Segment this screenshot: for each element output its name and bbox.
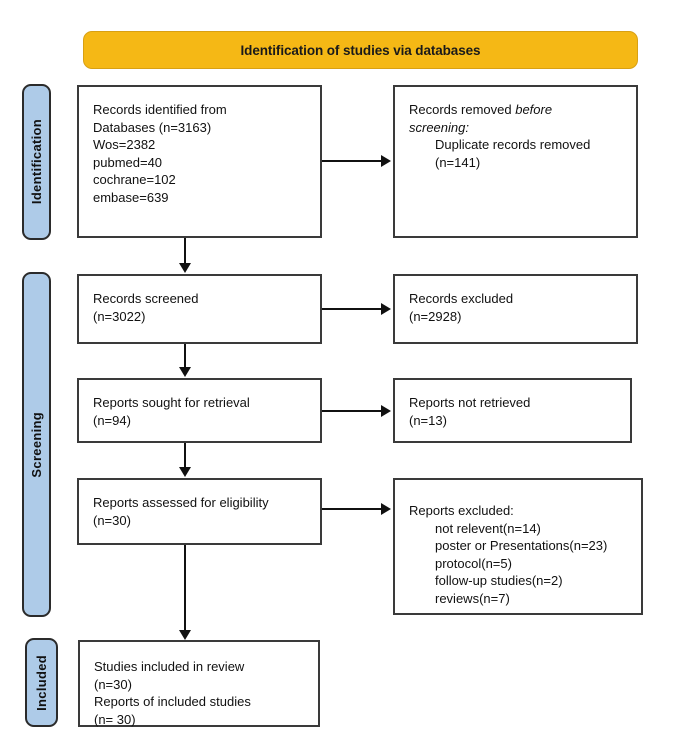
stage-tab-identification: Identification bbox=[22, 84, 51, 240]
box-text-line: (n= 30) bbox=[94, 711, 136, 727]
box-text-line: Databases (n=3163) bbox=[93, 119, 212, 135]
box-text-line: (n=13) bbox=[409, 412, 447, 428]
connector-assessed-to-included bbox=[184, 545, 186, 632]
arrow-right-icon bbox=[381, 303, 391, 315]
box-text-line: cochrane=102 bbox=[93, 172, 176, 187]
box-text-line: embase=639 bbox=[93, 189, 169, 205]
box-text-line: Records screened bbox=[93, 291, 199, 306]
box-text-line: not relevent(n=14) bbox=[435, 520, 541, 536]
box-text-line: (n=141) bbox=[435, 154, 481, 170]
connector-sought-to-not-retrieved bbox=[322, 410, 383, 412]
connector-identified-to-removed bbox=[322, 160, 383, 162]
phase-banner-identification: Identification of studies via databases bbox=[83, 31, 638, 69]
stage-tab-included-label: Included bbox=[34, 654, 49, 711]
box-text-line: Reports not retrieved bbox=[409, 395, 531, 410]
connector-sought-to-assessed bbox=[184, 443, 186, 469]
box-text-emphasis: before bbox=[515, 102, 553, 117]
arrow-down-icon bbox=[179, 367, 191, 377]
box-text-line: Reports assessed for eligibility bbox=[93, 495, 269, 510]
arrow-down-icon bbox=[179, 630, 191, 640]
connector-screened-to-sought bbox=[184, 344, 186, 369]
box-reports-sought-for-retrieval: Reports sought for retrieval (n=94) bbox=[77, 378, 322, 443]
box-studies-included-in-review: Studies included in review (n=30) Reports … bbox=[78, 640, 320, 727]
arrow-right-icon bbox=[381, 405, 391, 417]
box-reports-excluded: Reports excluded: not relevent(n=14) poste… bbox=[393, 478, 643, 615]
box-text-line: (n=30) bbox=[94, 676, 132, 692]
box-records-excluded: Records excluded (n=2928) bbox=[393, 274, 638, 344]
box-text-line: Records removed before bbox=[409, 102, 553, 117]
box-records-screened: Records screened (n=3022) bbox=[77, 274, 322, 344]
connector-screened-to-excluded bbox=[322, 308, 383, 310]
box-records-removed-before-screening: Records removed before screening: Duplicat… bbox=[393, 85, 638, 238]
box-text-line: follow-up studies(n=2) bbox=[435, 573, 563, 588]
box-text-line: (n=94) bbox=[93, 412, 131, 428]
stage-tab-screening: Screening bbox=[22, 272, 51, 617]
box-text-line: (n=2928) bbox=[409, 308, 462, 324]
arrow-down-icon bbox=[179, 467, 191, 477]
box-reports-assessed-for-eligibility: Reports assessed for eligibility (n=30) bbox=[77, 478, 322, 545]
connector-identified-to-screened bbox=[184, 238, 186, 265]
box-text-line: screening: bbox=[409, 119, 469, 135]
box-text-line: Studies included in review bbox=[94, 659, 245, 674]
box-text-line: Reports of included studies bbox=[94, 694, 251, 709]
box-text-line: reviews(n=7) bbox=[435, 590, 510, 606]
box-text-line: Records excluded bbox=[409, 291, 514, 306]
arrow-down-icon bbox=[179, 263, 191, 273]
phase-banner-label: Identification of studies via databases bbox=[240, 42, 481, 58]
box-text-line: Wos=2382 bbox=[93, 137, 156, 152]
box-text-line: protocol(n=5) bbox=[435, 555, 512, 571]
box-text-line: poster or Presentations(n=23) bbox=[435, 538, 608, 553]
box-reports-not-retrieved: Reports not retrieved (n=13) bbox=[393, 378, 632, 443]
connector-assessed-to-excluded-reports bbox=[322, 508, 383, 510]
box-text-line: pubmed=40 bbox=[93, 154, 163, 170]
arrow-right-icon bbox=[381, 503, 391, 515]
box-text-line: Records identified from bbox=[93, 102, 227, 117]
stage-tab-screening-label: Screening bbox=[29, 411, 44, 478]
box-text-line: (n=30) bbox=[93, 512, 131, 528]
box-text-line: Reports excluded: bbox=[409, 503, 514, 518]
box-text-line: (n=3022) bbox=[93, 308, 146, 324]
box-text-line: Duplicate records removed bbox=[435, 137, 591, 152]
stage-tab-identification-label: Identification bbox=[29, 119, 44, 205]
arrow-right-icon bbox=[381, 155, 391, 167]
box-text-line: Reports sought for retrieval bbox=[93, 395, 250, 410]
stage-tab-included: Included bbox=[25, 638, 58, 727]
